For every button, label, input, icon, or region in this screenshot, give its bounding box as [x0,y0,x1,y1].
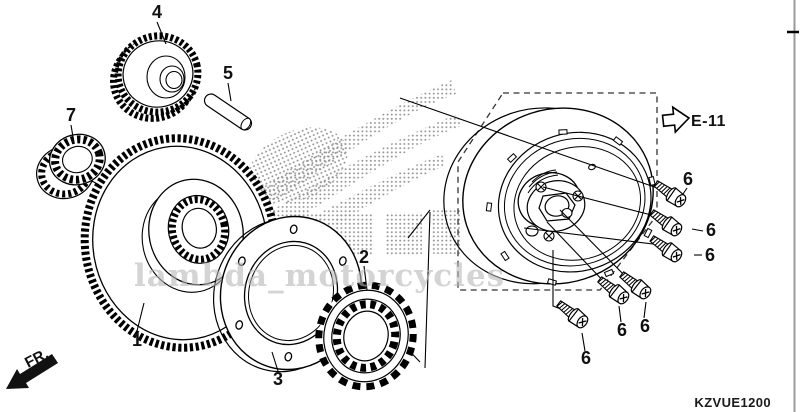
scan-border [787,0,799,412]
callout-part-6-b: 6 [706,220,716,240]
callout-part-6-d: 6 [640,316,650,336]
callout-part-6-f: 6 [581,348,591,368]
callout-part-4: 4 [152,2,162,22]
watermark-text: lambda_motorcycles [134,258,505,294]
callout-part-7: 7 [66,105,76,125]
flywheel-dashed-box [457,92,658,291]
callout-part-2: 2 [359,247,369,267]
callout-part-6-a: 6 [683,169,693,189]
callout-part-6-c: 6 [705,245,715,265]
reference-label: E-11 [691,113,726,130]
flywheel-slots [485,129,656,286]
callout-part-1: 1 [132,330,142,350]
callout-part-6-e: 6 [617,320,627,340]
flywheel-rotor [443,107,656,286]
callout-leaders [70,21,704,372]
diagram-code: KZVUE1200 [694,395,771,410]
part-4-gear [110,32,202,122]
callout-part-3: 3 [273,369,283,389]
reference-e11: E-11 [661,105,726,134]
callout-part-5: 5 [223,63,233,83]
front-arrow-icon [6,354,58,389]
part-5-pin [203,93,253,131]
part-7-bearing [36,133,106,200]
reference-arrow-icon [661,105,691,134]
part-2-one-way-clutch [315,281,417,391]
front-direction: FR. [6,345,58,389]
